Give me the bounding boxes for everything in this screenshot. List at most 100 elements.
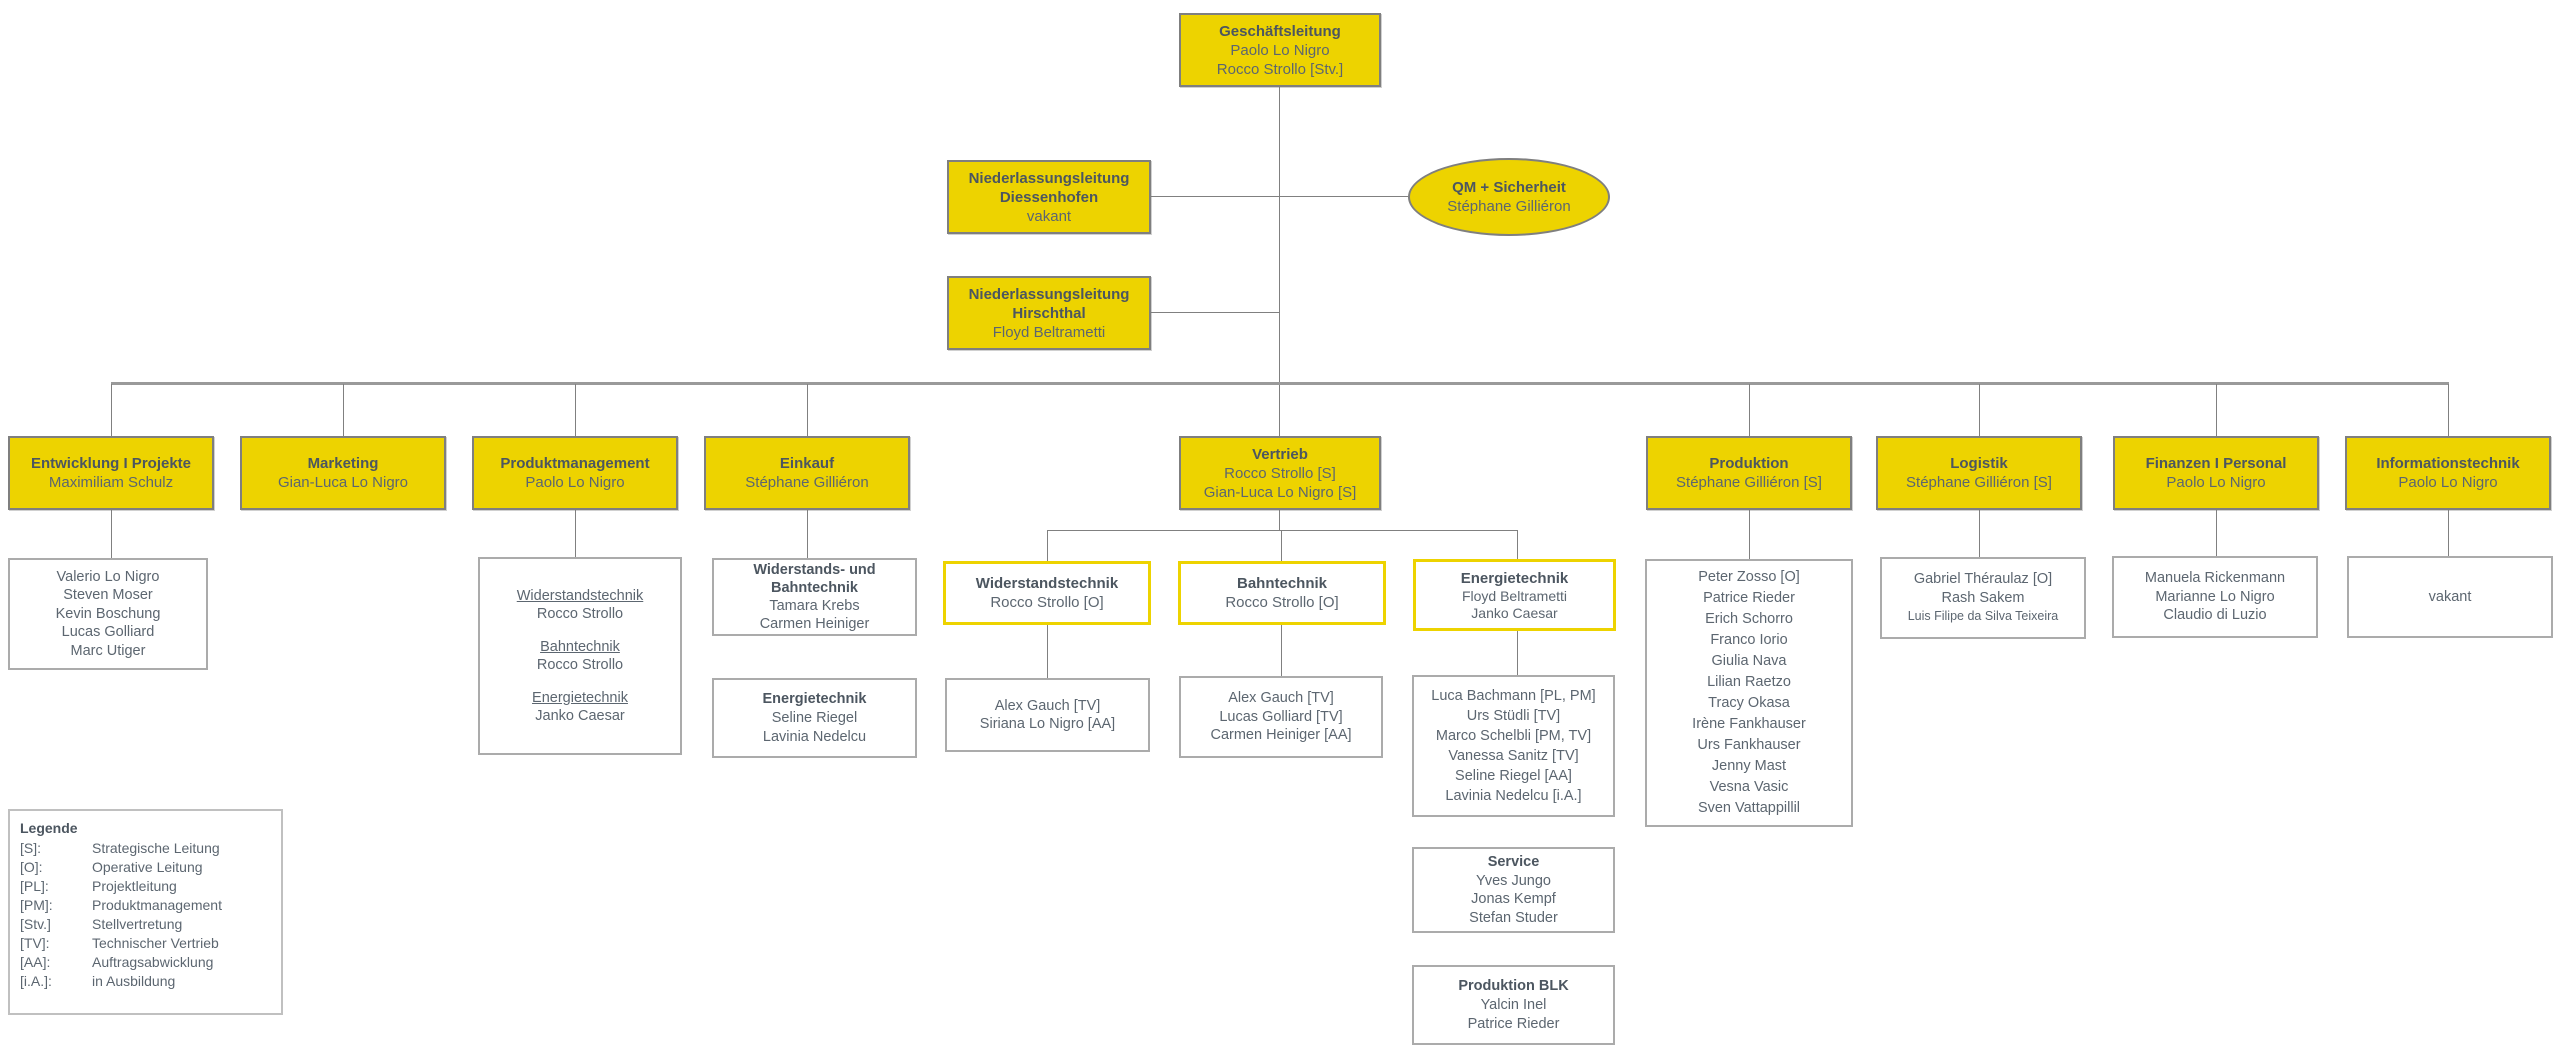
connector-line — [575, 510, 576, 558]
node-members: Maximiliam Schulz — [48, 474, 174, 491]
connector-line — [1047, 530, 1517, 531]
node-title: Finanzen I Personal — [2145, 455, 2287, 472]
node-title: Produktion BLK — [1458, 978, 1569, 994]
legend-row: [Stv.] Stellvertretung — [20, 915, 271, 934]
connector-line — [1279, 87, 1280, 436]
legend-label: Stellvertretung — [92, 916, 183, 932]
legend-key: [PM]: — [20, 897, 53, 913]
group-heading: Energietechnik — [532, 689, 628, 706]
connector-line — [1047, 625, 1048, 678]
node-title: Einkauf — [779, 455, 835, 472]
connector-line — [2448, 510, 2449, 556]
node-members: Paolo Lo Nigro — [2166, 474, 2266, 491]
node-members: Rocco Strollo [O] — [990, 594, 1104, 611]
pm-group-bahntechnik: Bahntechnik Rocco Strollo — [537, 638, 623, 675]
node-service: Service Yves Jungo Jonas Kempf Stefan St… — [1412, 847, 1615, 933]
list-produktmanagement-team: Widerstandstechnik Rocco Strollo Bahntec… — [478, 557, 682, 755]
connector-line — [1517, 631, 1518, 675]
node-geschaeftsleitung: Geschäftsleitung Paolo Lo Nigro Rocco St… — [1179, 13, 1381, 87]
node-entwicklung-projekte: Entwicklung I Projekte Maximiliam Schulz — [8, 436, 214, 510]
node-title: Widerstandstechnik — [975, 575, 1119, 592]
connector-line — [2216, 510, 2217, 556]
node-vertrieb-energietechnik: Energietechnik Floyd Beltrametti Janko C… — [1413, 559, 1616, 631]
node-niederlassungsleitung-hirschthal: Niederlassungsleitung Hirschthal Floyd B… — [947, 276, 1151, 350]
team-names: Gabriel Théraulaz [O] Rash Sakem — [1913, 571, 2053, 606]
group-name: Rocco Strollo — [536, 606, 624, 622]
legend-row: [O]: Operative Leitung — [20, 858, 271, 877]
node-members: Stéphane Gilliéron — [1447, 198, 1571, 215]
legend-row: [PL]: Projektleitung — [20, 877, 271, 896]
connector-line — [1979, 510, 1980, 557]
connector-line — [1281, 625, 1282, 676]
connector-line — [575, 384, 576, 436]
team-names: Yves Jungo Jonas Kempf Stefan Studer — [1469, 872, 1558, 926]
legend-row: [i.A.]: in Ausbildung — [20, 972, 271, 991]
legend-key: [i.A.]: — [20, 973, 52, 989]
node-title: Service — [1487, 853, 1540, 870]
node-members: Rocco Strollo [S] Gian-Luca Lo Nigro [S] — [1203, 464, 1357, 501]
group-name: Rocco Strollo — [536, 657, 624, 673]
node-produktion-blk: Produktion BLK Yalcin Inel Patrice Riede… — [1412, 965, 1615, 1045]
team-names: vakant — [2428, 588, 2472, 605]
list-widerstandstechnik-team: Alex Gauch [TV] Siriana Lo Nigro [AA] — [945, 678, 1150, 752]
connector-line — [343, 384, 344, 436]
node-title: Informationstechnik — [2376, 455, 2520, 472]
node-members: vakant — [1026, 207, 1072, 225]
node-title: Produktion — [1709, 455, 1789, 472]
connector-line — [1281, 530, 1282, 563]
connector-line — [2448, 384, 2449, 436]
node-einkauf: Einkauf Stéphane Gilliéron — [704, 436, 910, 510]
connector-line — [1151, 196, 1408, 197]
node-title: Bahntechnik — [1236, 575, 1327, 592]
group-heading: Widerstandstechnik — [516, 587, 644, 604]
connector-line — [1047, 530, 1048, 563]
node-title: QM + Sicherheit — [1452, 179, 1566, 196]
team-names: Valerio Lo Nigro Steven Moser Kevin Bosc… — [55, 568, 161, 659]
node-title: Geschäftsleitung — [1219, 22, 1341, 40]
list-title: Widerstands- und Bahntechnik — [753, 562, 876, 596]
node-produktmanagement: Produktmanagement Paolo Lo Nigro — [472, 436, 678, 510]
node-members: Paolo Lo Nigro Rocco Strollo [Stv.] — [1216, 41, 1344, 78]
node-members: Gian-Luca Lo Nigro — [277, 474, 409, 491]
node-title: Energietechnik — [1460, 569, 1569, 587]
list-einkauf-widerstand-bahntechnik: Widerstands- und Bahntechnik Tamara Kreb… — [712, 558, 917, 636]
node-niederlassungsleitung-diessenhofen: Niederlassungsleitung Diessenhofen vakan… — [947, 160, 1151, 234]
legend-row: [TV]: Technischer Vertrieb — [20, 934, 271, 953]
connector-bus-line — [111, 382, 2449, 385]
list-finanzen-team: Manuela Rickenmann Marianne Lo Nigro Cla… — [2112, 556, 2318, 638]
team-names: Yalcin Inel Patrice Rieder — [1467, 997, 1560, 1032]
legend-label: Projektleitung — [92, 878, 177, 894]
node-logistik: Logistik Stéphane Gilliéron [S] — [1876, 436, 2082, 510]
pm-group-widerstandstechnik: Widerstandstechnik Rocco Strollo — [517, 587, 644, 624]
legend-label: Auftragsabwicklung — [92, 954, 214, 970]
team-names: Alex Gauch [TV] Lucas Golliard [TV] Carm… — [1210, 690, 1352, 744]
connector-line — [2216, 384, 2217, 436]
legend-key: [O]: — [20, 859, 43, 875]
node-members: Rocco Strollo [O] — [1225, 594, 1339, 611]
node-qm-sicherheit: QM + Sicherheit Stéphane Gilliéron — [1408, 158, 1610, 236]
group-heading: Bahntechnik — [540, 638, 620, 655]
node-members: Stéphane Gilliéron — [745, 474, 869, 491]
list-informationstechnik-team: vakant — [2347, 556, 2553, 638]
legend-key: [AA]: — [20, 954, 51, 970]
team-names: Tamara Krebs Carmen Heiniger — [759, 598, 870, 632]
connector-line — [1749, 384, 1750, 436]
list-bahntechnik-team: Alex Gauch [TV] Lucas Golliard [TV] Carm… — [1179, 676, 1383, 758]
node-vertrieb: Vertrieb Rocco Strollo [S] Gian-Luca Lo … — [1179, 436, 1381, 510]
list-einkauf-energietechnik: Energietechnik Seline Riegel Lavinia Ned… — [712, 678, 917, 758]
legend-label: Technischer Vertrieb — [92, 935, 219, 951]
legend-title: Legende — [20, 820, 78, 836]
team-names: Seline Riegel Lavinia Nedelcu — [762, 710, 867, 745]
legend-key: [Stv.] — [20, 916, 51, 932]
connector-line — [1151, 312, 1280, 313]
legend-label: Strategische Leitung — [92, 840, 220, 856]
node-vertrieb-widerstandstechnik: Widerstandstechnik Rocco Strollo [O] — [943, 561, 1151, 625]
node-members: Stéphane Gilliéron [S] — [1676, 474, 1822, 491]
node-title: Produktmanagement — [500, 455, 650, 472]
node-members: Stéphane Gilliéron [S] — [1906, 474, 2052, 491]
connector-line — [1749, 510, 1750, 559]
team-names: Alex Gauch [TV] Siriana Lo Nigro [AA] — [979, 697, 1116, 733]
legend-row: [PM]: Produktmanagement — [20, 896, 271, 915]
list-title: Energietechnik — [762, 691, 867, 707]
